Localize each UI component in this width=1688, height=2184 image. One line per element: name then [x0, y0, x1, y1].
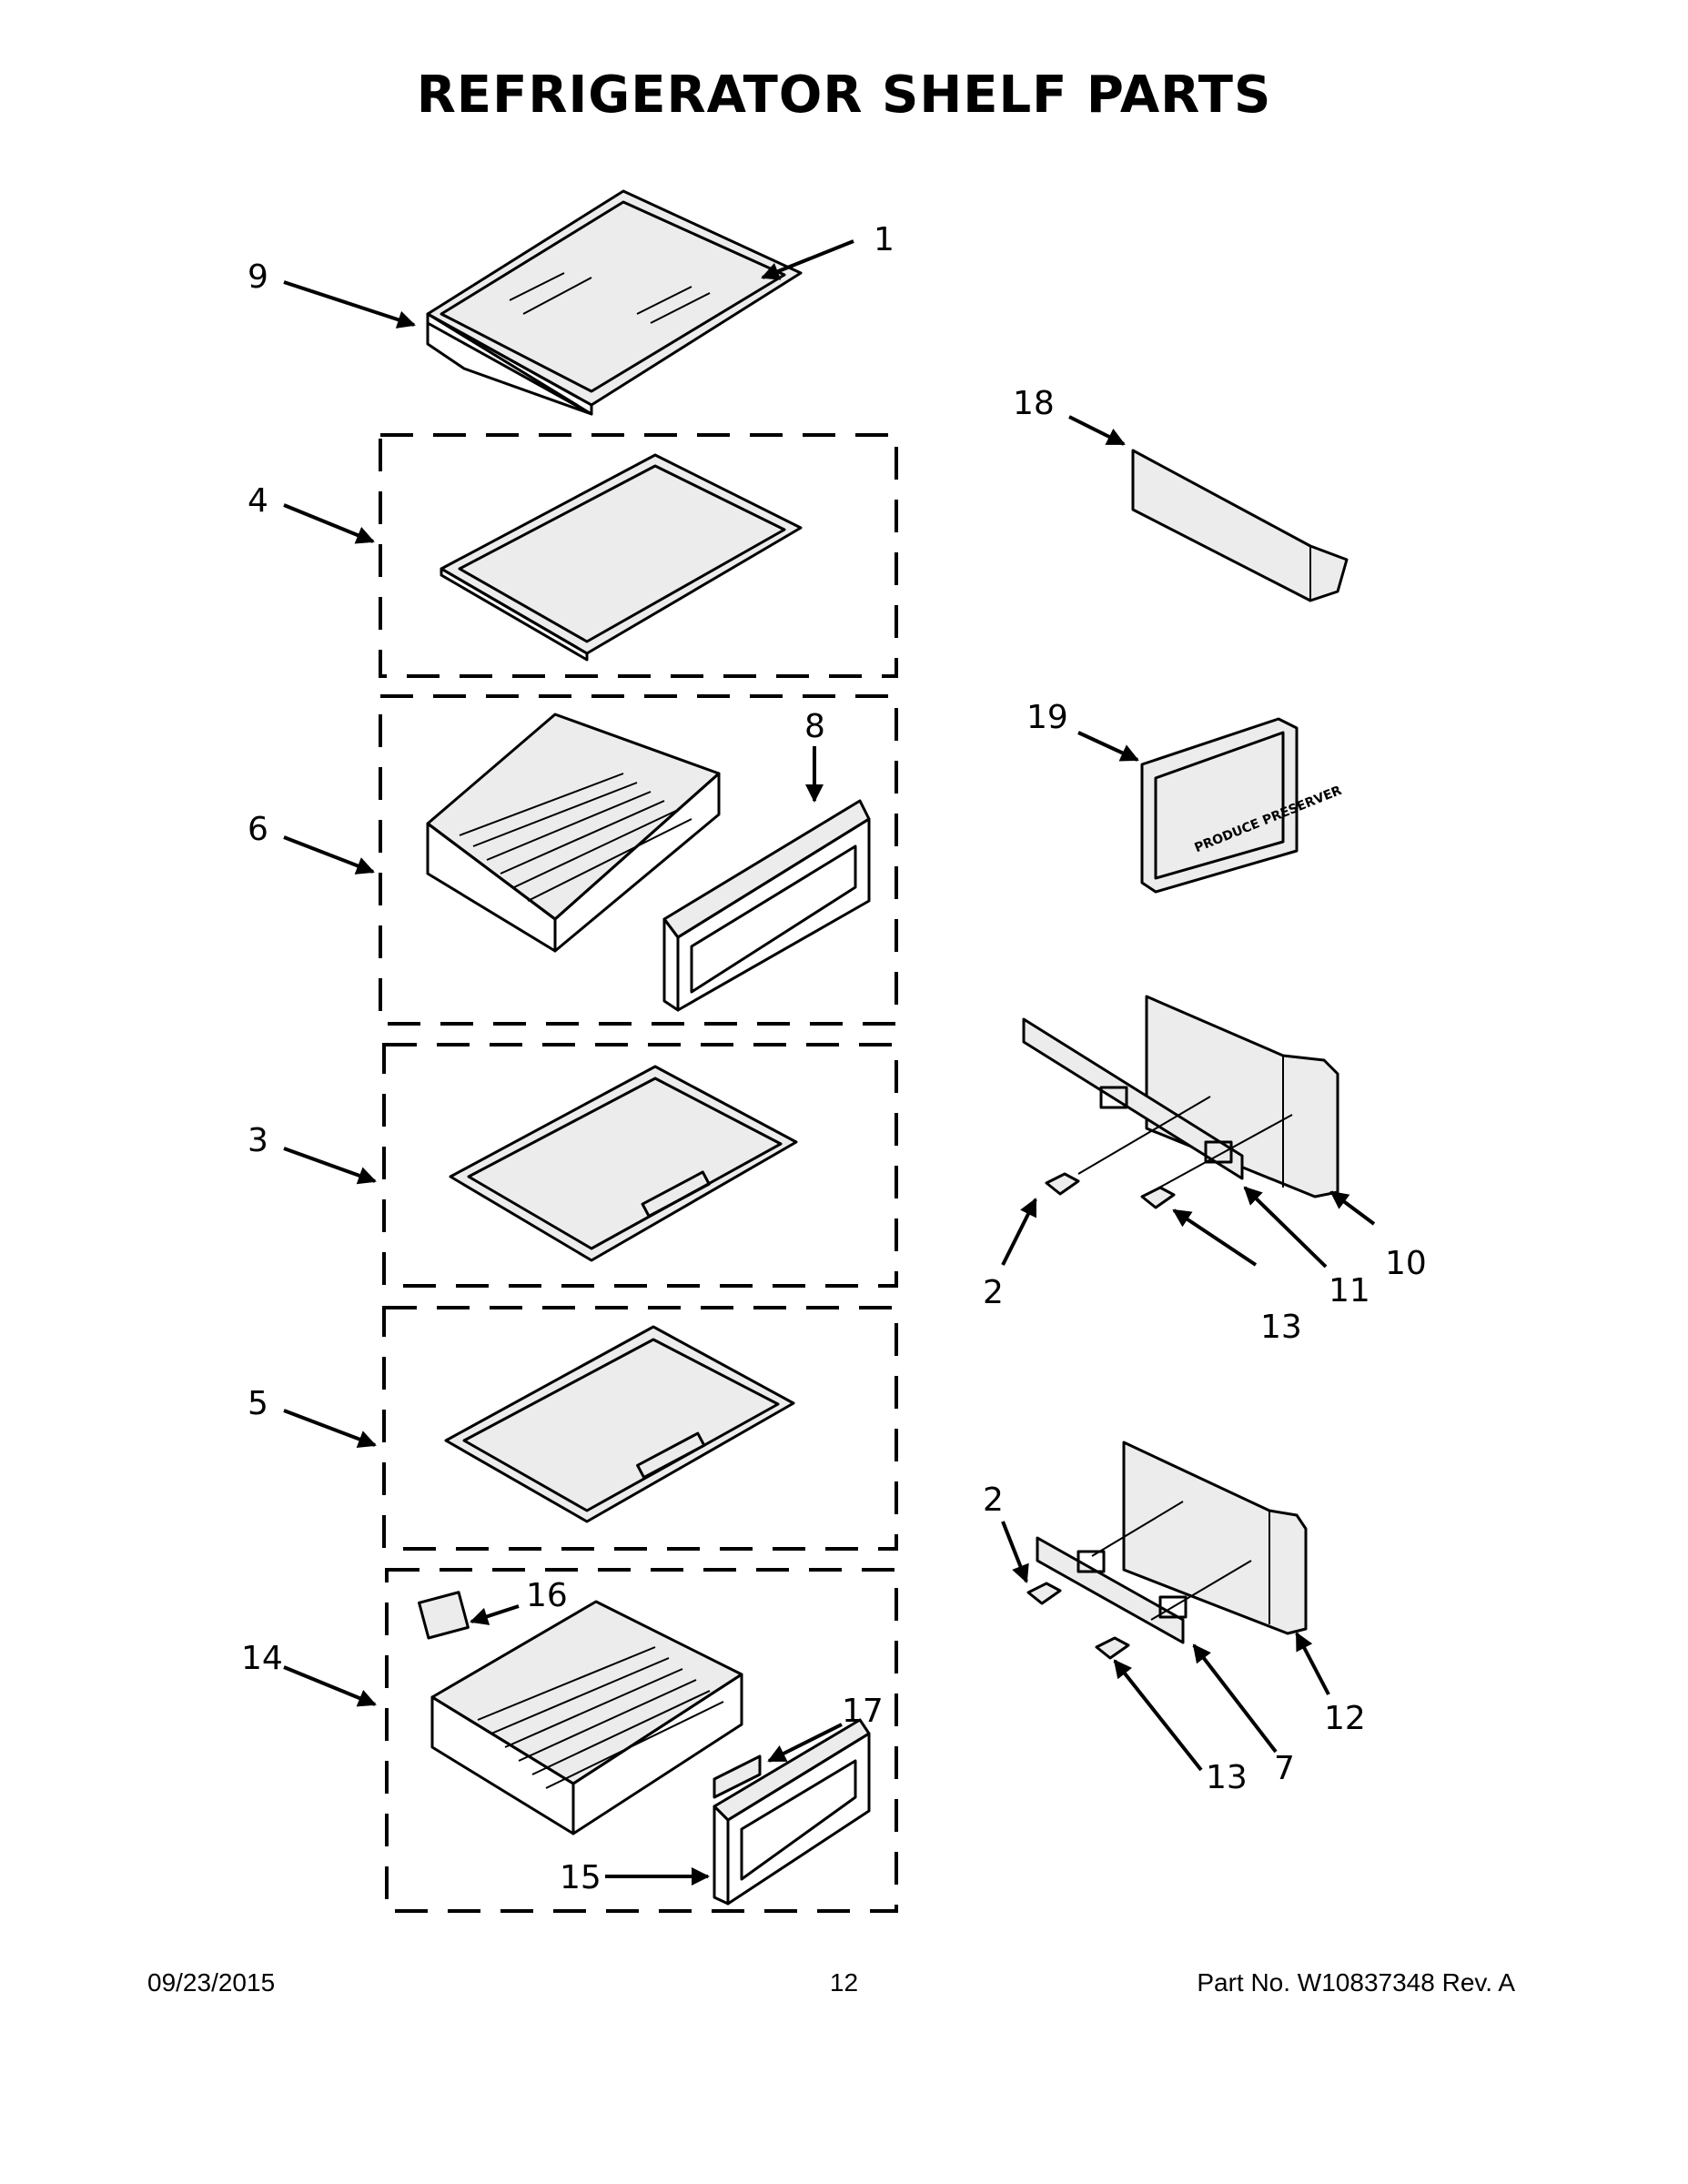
group-box-drawer-14 [385, 1568, 898, 1913]
callout-7: 7 [1274, 1750, 1295, 1787]
callout-5: 5 [248, 1385, 268, 1422]
callout-16: 16 [526, 1577, 568, 1614]
group-box-shelf-4 [379, 433, 898, 678]
callout-19: 19 [1026, 699, 1068, 736]
callout-11: 11 [1329, 1272, 1370, 1309]
footer-page-number: 12 [829, 1968, 859, 1997]
callout-15: 15 [560, 1859, 601, 1896]
callout-2-lower: 2 [983, 1481, 1004, 1519]
drawer-front-part-8 [662, 799, 871, 1012]
callout-4: 4 [248, 482, 268, 520]
crisper-drawer-part-6 [426, 713, 721, 953]
glass-shelf-part-1 [426, 189, 803, 416]
callout-3: 3 [248, 1122, 268, 1159]
callout-18: 18 [1013, 385, 1055, 422]
callout-6: 6 [248, 811, 268, 848]
callout-13-lower: 13 [1206, 1759, 1248, 1796]
group-box-cover-5 [382, 1306, 898, 1551]
callout-2-upper: 2 [983, 1274, 1004, 1311]
drawer-front-part-15 [713, 1718, 871, 1906]
group-box-cover-3 [382, 1043, 898, 1288]
callout-17: 17 [842, 1693, 884, 1730]
callout-10: 10 [1385, 1245, 1427, 1282]
drawer-cover-part-3 [449, 1065, 798, 1262]
footer-part-number: Part No. W10837348 Rev. A [1197, 1968, 1515, 1997]
rail-cover-part-18 [1131, 449, 1349, 602]
shelf-frame-part-4 [440, 453, 803, 662]
callout-13-upper: 13 [1260, 1309, 1302, 1346]
callout-14: 14 [241, 1640, 283, 1677]
footer-date: 09/23/2015 [147, 1968, 276, 1997]
page-title: REFRIGERATOR SHELF PARTS [416, 66, 1272, 125]
callout-8: 8 [804, 708, 825, 745]
rail-assembly-part-12 [1026, 1441, 1308, 1660]
drawer-cover-part-5 [444, 1325, 795, 1523]
produce-preserver-part-19: PRODUCE PRESERVER [1140, 717, 1344, 894]
rail-assembly-part-10 [1022, 995, 1339, 1209]
callout-9: 9 [248, 258, 268, 296]
callout-1: 1 [874, 221, 895, 258]
callout-12: 12 [1324, 1700, 1366, 1737]
crisper-drawer-part-14 [418, 1591, 743, 1835]
